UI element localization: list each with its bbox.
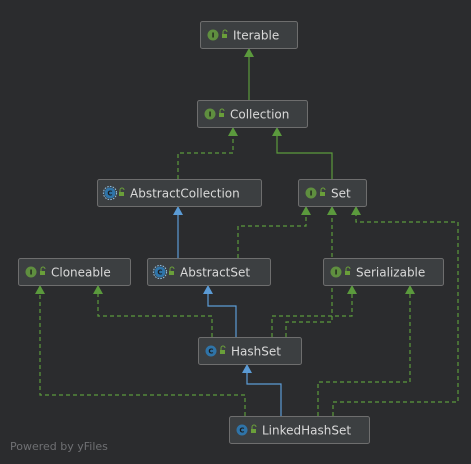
node-iterable[interactable]: I Iterable (200, 21, 298, 49)
node-box (229, 416, 370, 444)
lock-icon (251, 429, 256, 433)
edge-linkedhashset-to-set (332, 215, 459, 416)
lock-icon (40, 271, 45, 275)
node-label: AbstractSet (180, 266, 250, 280)
abstract-class-icon (104, 187, 116, 199)
interface-icon (330, 266, 342, 278)
node-serializable[interactable]: I Serializable (323, 258, 444, 286)
node-abstractset[interactable]: C AbstractSet (147, 258, 271, 286)
lock-shackle-icon (222, 29, 228, 34)
lock-icon (119, 192, 124, 196)
node-box (197, 100, 308, 128)
arrowhead-abstractset-to-set (301, 206, 311, 215)
edge-abstractset-to-set (237, 215, 307, 258)
arrowhead-linkedhashset-to-serializable (405, 285, 415, 294)
node-box (147, 258, 271, 286)
interface-icon (207, 29, 219, 41)
lock-shackle-icon (119, 187, 125, 192)
lock-icon (169, 271, 174, 275)
lock-shackle-icon (40, 266, 46, 271)
class-icon (205, 345, 217, 357)
interface-icon (25, 266, 37, 278)
powered-by-footer: Powered by yFiles (10, 440, 108, 453)
node-box (323, 258, 444, 286)
edge-set-to-collection (276, 136, 333, 179)
node-label: HashSet (231, 345, 281, 359)
node-hashset[interactable]: C HashSet (198, 337, 302, 365)
abstract-class-icon (154, 266, 166, 278)
lock-icon (219, 113, 224, 117)
kind-letter: I (209, 111, 212, 119)
kind-letter: I (310, 190, 313, 198)
lock-shackle-icon (220, 345, 226, 350)
node-box (298, 179, 367, 207)
arrowhead-set-to-collection (272, 127, 282, 136)
arrowhead-abstractcollection-to-collection (228, 127, 238, 136)
arrowhead-hashset-to-set (327, 206, 337, 215)
kind-letter: I (335, 269, 338, 277)
node-box (18, 258, 131, 286)
arrowhead-hashset-to-serializable (347, 285, 357, 294)
node-label: Cloneable (51, 266, 111, 280)
lock-shackle-icon (219, 108, 225, 113)
node-label: LinkedHashSet (262, 424, 351, 438)
node-label: Collection (230, 108, 289, 122)
arrowhead-hashset-to-cloneable (93, 285, 103, 294)
node-box (198, 337, 302, 365)
node-label: AbstractCollection (130, 187, 240, 201)
lock-icon (220, 350, 225, 354)
node-label: Serializable (356, 266, 425, 280)
arrowhead-linkedhashset-to-hashset (242, 364, 252, 373)
lock-icon (222, 34, 227, 38)
node-collection[interactable]: I Collection (197, 100, 308, 128)
node-linkedhashset[interactable]: C LinkedHashSet (229, 416, 370, 444)
lock-shackle-icon (345, 266, 351, 271)
interface-icon (305, 187, 317, 199)
edge-linkedhashset-to-hashset (246, 373, 282, 416)
node-abstractcollection[interactable]: C AbstractCollection (97, 179, 262, 207)
edge-hashset-to-abstractset (207, 294, 237, 337)
kind-letter: C (107, 190, 112, 198)
lock-icon (345, 271, 350, 275)
lock-shackle-icon (169, 266, 175, 271)
arrowhead-linkedhashset-to-cloneable (35, 285, 45, 294)
abstract-ring-icon (102, 185, 118, 201)
arrowhead-abstractset-to-abstractcollection (173, 206, 183, 215)
arrowhead-linkedhashset-to-set (351, 206, 361, 215)
arrowhead-collection-to-iterable (244, 48, 254, 57)
interface-icon (204, 108, 216, 120)
edge-linkedhashset-to-cloneable (39, 294, 246, 416)
kind-letter: C (239, 427, 244, 435)
lock-shackle-icon (251, 424, 257, 429)
kind-letter: C (157, 269, 162, 277)
edge-linkedhashset-to-serializable (317, 294, 411, 416)
lock-icon (320, 192, 325, 196)
node-box (200, 21, 298, 49)
kind-letter: C (208, 348, 213, 356)
node-box (97, 179, 262, 207)
edge-abstractcollection-to-collection (177, 136, 234, 179)
node-label: Iterable (233, 29, 279, 43)
kind-letter: I (30, 269, 33, 277)
node-set[interactable]: I Set (298, 179, 367, 207)
edge-hashset-to-serializable (271, 294, 353, 337)
abstract-ring-icon (152, 264, 168, 280)
edge-hashset-to-cloneable (97, 294, 213, 337)
node-label: Set (331, 187, 351, 201)
lock-shackle-icon (320, 187, 326, 192)
kind-letter: I (212, 32, 215, 40)
node-cloneable[interactable]: I Cloneable (18, 258, 131, 286)
class-icon (236, 424, 248, 436)
arrowhead-hashset-to-abstractset (203, 285, 213, 294)
edges-layer (35, 48, 459, 416)
